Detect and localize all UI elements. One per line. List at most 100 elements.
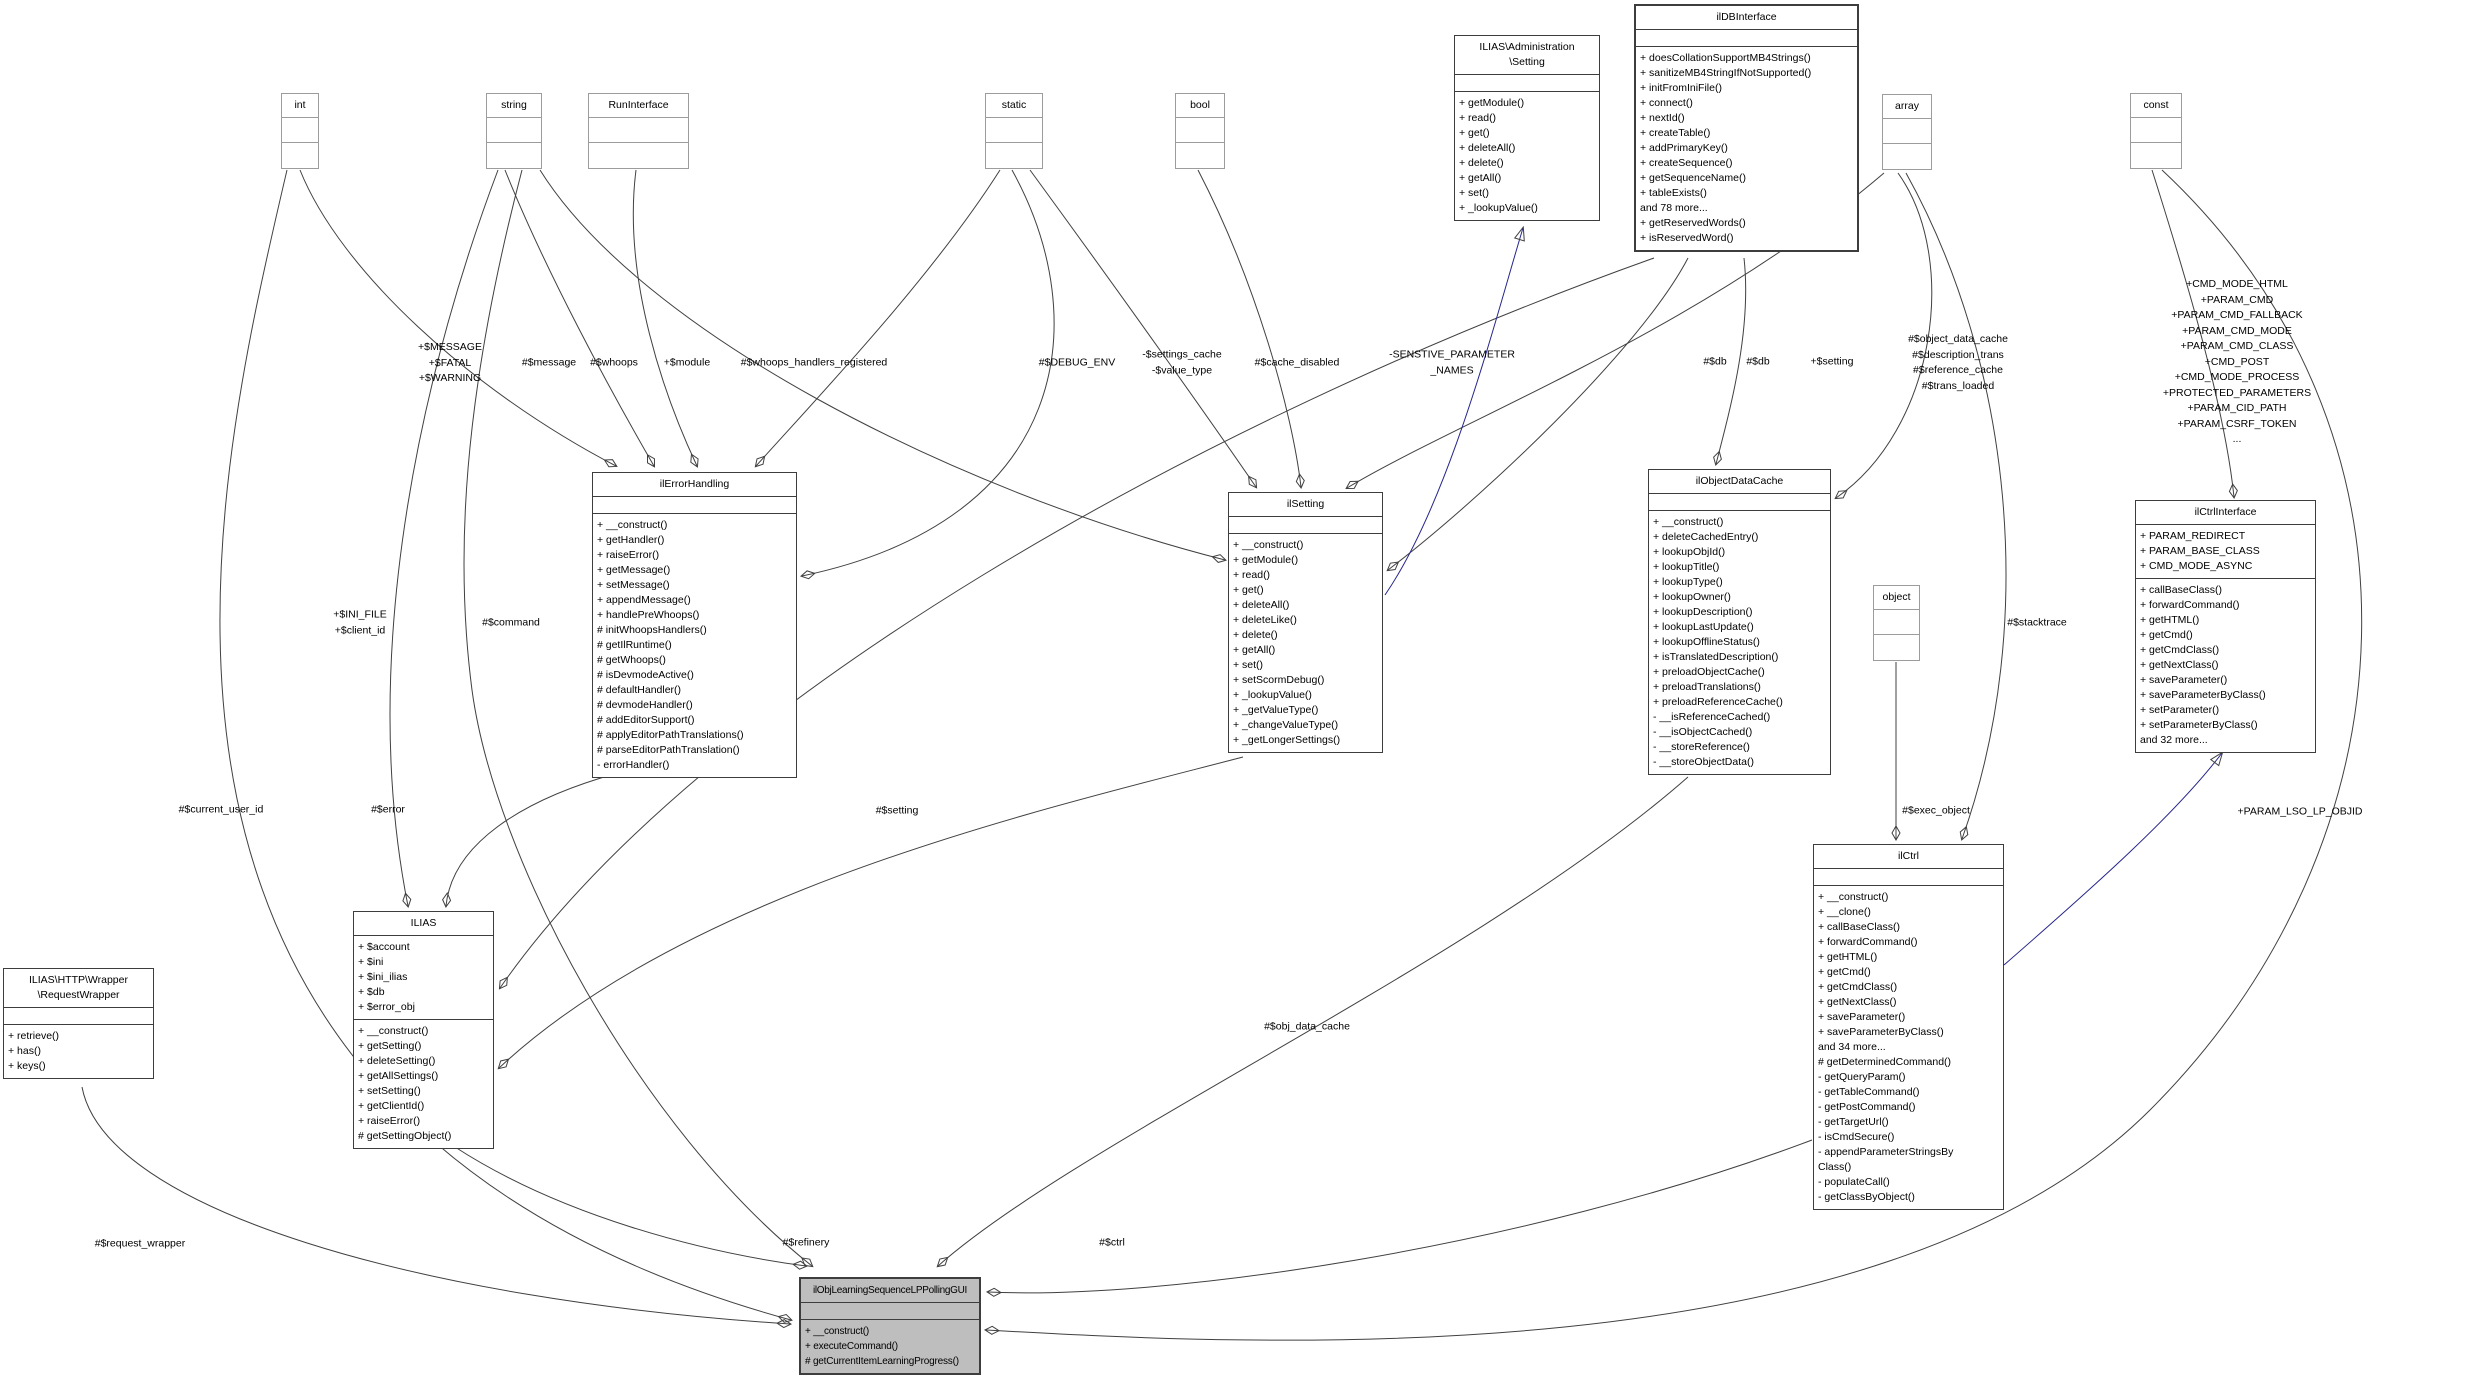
edge-label: #$exec_object (1902, 804, 1970, 817)
member: # parseEditorPathTranslation() (597, 744, 740, 756)
methods-section: + __construct()+ __clone()+ callBaseClas… (1814, 886, 2003, 1209)
member: + forwardCommand() (1818, 936, 1918, 948)
methods-section: + __construct()+ getHandler()+ raiseErro… (593, 514, 796, 777)
attributes-section: + PARAM_REDIRECT + PARAM_BASE_CLASS + CMD_… (2136, 525, 2315, 579)
attributes-section (801, 1303, 979, 1320)
member: + initFromIniFile() (1640, 82, 1722, 94)
member: + read() (1459, 112, 1497, 124)
uml-class-string[interactable]: string (486, 93, 542, 169)
edge-ilsetting-adminsetting-generalization (1384, 228, 1523, 596)
member: + deleteAll() (1233, 599, 1290, 611)
class-name: bool (1176, 94, 1224, 118)
member: + PARAM_REDIRECT (2140, 530, 2246, 542)
uml-class-ilsetting[interactable]: ilSetting + __construct()+ getModule()+ r… (1228, 492, 1383, 753)
edge-bool-ilsetting (1197, 169, 1305, 489)
member: + callBaseClass() (2140, 584, 2222, 596)
member: + raiseError() (597, 549, 660, 561)
member: + retrieve() (8, 1030, 60, 1042)
member: # initWhoopsHandlers() (597, 624, 707, 636)
member: - __storeReference() (1653, 741, 1750, 753)
member: + CMD_MODE_ASYNC (2140, 560, 2253, 572)
uml-class-ilctrl[interactable]: ilCtrl + __construct()+ __clone()+ callBa… (1813, 844, 2004, 1210)
uml-class-ilias-http-wrapper-requestwrapper[interactable]: ILIAS\HTTP\Wrapper \RequestWrapper+ retr… (3, 968, 154, 1079)
class-name: ilSetting (1229, 493, 1382, 517)
member: + createTable() (1640, 127, 1711, 139)
uml-class-const[interactable]: const (2130, 93, 2182, 169)
member: + lookupType() (1653, 576, 1723, 588)
edge-static-ilsetting (1029, 169, 1258, 489)
uml-class-int[interactable]: int (281, 93, 319, 169)
uml-class-ilerrorhandling[interactable]: ilErrorHandling+ __construct()+ getHandl… (592, 472, 797, 778)
member: + $error_obj (358, 1001, 415, 1013)
member: + getSetting() (358, 1040, 422, 1052)
edge-label: #$refinery (782, 1236, 830, 1249)
methods-section (487, 143, 541, 168)
member: + createSequence() (1640, 157, 1733, 169)
class-name: object (1874, 586, 1919, 610)
uml-class-static[interactable]: static (985, 93, 1043, 169)
edge-label: #$whoops_handlers_registered (740, 356, 888, 369)
edge-array-ilctrl (1905, 172, 2007, 841)
class-name: int (282, 94, 318, 118)
uml-class-object[interactable]: object (1873, 585, 1920, 661)
member: + raiseError() (358, 1115, 421, 1127)
member: # getSettingObject() (358, 1130, 452, 1142)
uml-class-ildbinterface[interactable]: ilDBInterface+ doesCollationSupportMB4St… (1634, 4, 1859, 252)
member: + delete() (1233, 629, 1278, 641)
member: + lookupObjId() (1653, 546, 1726, 558)
member: + __construct() (1233, 539, 1304, 551)
uml-class-bool[interactable]: bool (1175, 93, 1225, 169)
member: + $account (358, 941, 410, 953)
uml-class-runinterface[interactable]: RunInterface (588, 93, 689, 169)
member: + getCmdClass() (1818, 981, 1898, 993)
member: + getSequenceName() (1640, 172, 1746, 184)
attributes-section (487, 118, 541, 143)
member: + setParameterByClass() (2140, 719, 2258, 731)
member: + PARAM_BASE_CLASS (2140, 545, 2260, 557)
member: + _getLongerSettings() (1233, 734, 1341, 746)
uml-class-ilobjlearningsequencelppollinggui[interactable]: ilObjLearningSequenceLPPollingGUI + __con… (799, 1277, 981, 1375)
uml-class-ilobjectdatacache[interactable]: ilObjectDataCache+ __construct()+ delete… (1648, 469, 1831, 775)
member: # isDevmodeActive() (597, 669, 694, 681)
edge-ilias-maingui (454, 1146, 808, 1270)
member: + __construct() (597, 519, 668, 531)
member: + getNextClass() (1818, 996, 1897, 1008)
member: - getClassByObject() (1818, 1191, 1915, 1203)
edge-label: #$whoops (590, 356, 638, 369)
edge-int-ilerrorhandling (299, 169, 618, 468)
member: + __clone() (1818, 906, 1871, 918)
class-name: ilCtrl (1814, 845, 2003, 869)
member: + setSetting() (358, 1085, 421, 1097)
uml-class-ilias-administration-setting[interactable]: ILIAS\Administration \Setting+ getModule… (1454, 35, 1600, 221)
member: + isReservedWord() (1640, 232, 1734, 244)
member: + appendMessage() (597, 594, 691, 606)
member: + doesCollationSupportMB4Strings() (1640, 52, 1811, 64)
edge-label: +CMD_MODE_HTML +PARAM_CMD +PARAM_CMD_FAL… (2162, 277, 2312, 445)
member: + __construct() (805, 1326, 869, 1337)
member: - getPostCommand() (1818, 1101, 1916, 1113)
member: + executeCommand() (805, 1341, 898, 1352)
methods-section (1874, 635, 1919, 660)
edge-array-ilobjectdatacache (1834, 172, 1933, 500)
member: and 32 more... (2140, 734, 2208, 746)
uml-class-ilctrlinterface[interactable]: ilCtrlInterface+ PARAM_REDIRECT+ PARAM_B… (2135, 500, 2316, 753)
uml-class-array[interactable]: array (1882, 94, 1932, 170)
member: + $db (358, 986, 385, 998)
member: + setParameter() (2140, 704, 2220, 716)
member: + lookupTitle() (1653, 561, 1720, 573)
uml-class-ilias[interactable]: ILIAS+ $account+ $ini+ $ini_ilias+ $db+ … (353, 911, 494, 1149)
member: + getReservedWords() (1640, 217, 1746, 229)
member: and 34 more... (1818, 1041, 1886, 1053)
member: + delete() (1459, 157, 1504, 169)
edge-label: #$current_user_id (178, 803, 264, 816)
attributes-section (1883, 119, 1931, 144)
edge-label: #$request_wrapper (94, 1237, 186, 1250)
member: + get() (1459, 127, 1490, 139)
edge-label: #$db (1703, 355, 1727, 368)
member: # getDeterminedCommand() (1818, 1056, 1952, 1068)
member: + addPrimaryKey() (1640, 142, 1728, 154)
class-name: ilObjLearningSequenceLPPollingGUI (801, 1279, 979, 1303)
methods-section (1176, 143, 1224, 168)
methods-section: + __construct()+ getModule()+ read()+ ge… (1229, 534, 1382, 752)
member: + getHTML() (1818, 951, 1878, 963)
